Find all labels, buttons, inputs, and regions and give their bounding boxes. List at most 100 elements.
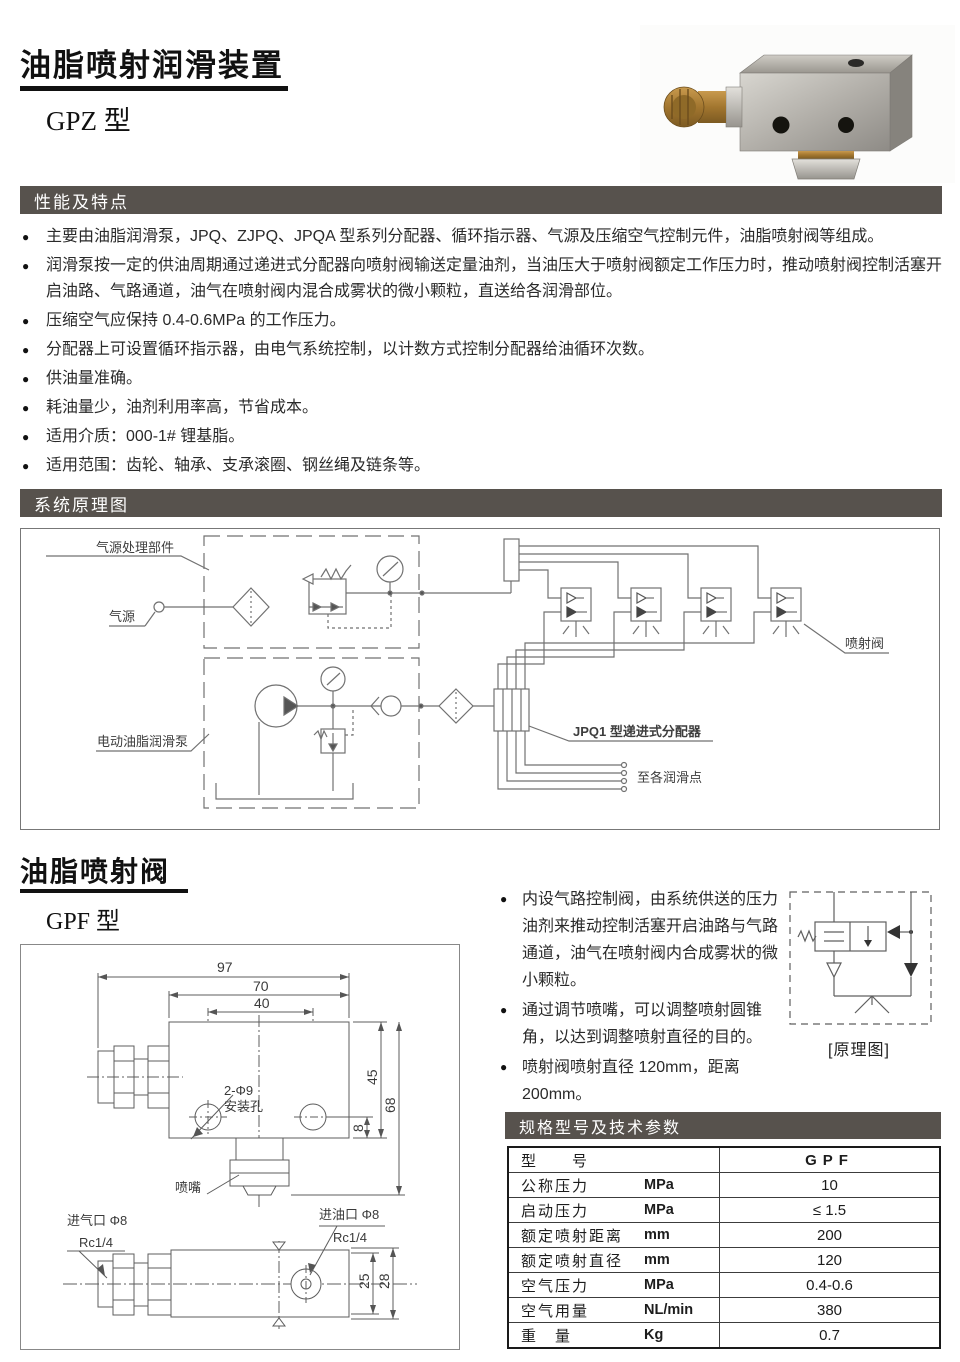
param-value: 10 <box>821 1176 838 1194</box>
param-value: 0.4-0.6 <box>806 1276 853 1294</box>
param-unit: MPa <box>644 1202 674 1218</box>
product-photo <box>640 25 955 183</box>
param-unit: NL/min <box>644 1302 694 1318</box>
pump-box <box>203 657 420 809</box>
param-name: 启动压力 <box>521 1202 590 1220</box>
param-name: 额定喷射距离 <box>521 1227 624 1245</box>
list-item: 润滑泵按一定的供油周期通过递进式分配器向喷射阀输送定量油剂，当油压大于喷射阀额定… <box>22 253 944 305</box>
oil-inlet-label: 进油口 Φ8 <box>319 1207 379 1222</box>
section-header-schematic: 系统原理图 <box>20 489 942 517</box>
col-header-model: 型 号 <box>521 1152 590 1170</box>
holes-label-2: 安装孔 <box>224 1099 263 1114</box>
table-row: 型 号 GPF <box>509 1148 939 1172</box>
param-name: 空气压力 <box>521 1277 590 1295</box>
param-unit: MPa <box>644 1177 674 1193</box>
oil-filter-symbol <box>438 688 474 724</box>
section-header-specs-label: 规格型号及技术参数 <box>519 1119 682 1137</box>
injector-valve-symbols <box>560 587 802 637</box>
list-item: 分配器上可设置循环指示器，由电气系统控制，以计数方式控制分配器给油循环次数。 <box>22 337 944 363</box>
distributor-block <box>493 688 530 732</box>
list-item: 压缩空气应保持 0.4-0.6MPa 的工作压力。 <box>22 308 944 334</box>
table-row: 重 量 Kg 0.7 <box>509 1322 939 1347</box>
oil-gauge-symbol <box>320 666 346 706</box>
col-header-value: GPF <box>805 1151 854 1169</box>
air-manifold <box>503 538 520 582</box>
air-source-label: 气源 <box>109 609 135 624</box>
dim-45: 45 <box>364 1069 380 1085</box>
nozzle-outline <box>229 1137 290 1196</box>
param-name: 额定喷射直径 <box>521 1252 624 1270</box>
spec-table: 型 号 GPF 公称压力 MPa 10 启动压力 MPa ≤ 1.5 额定喷射距离 m… <box>507 1146 941 1349</box>
dim-8: 8 <box>350 1124 366 1132</box>
air-inlet-label: 进气口 Φ8 <box>67 1213 127 1228</box>
dim-70: 70 <box>253 978 269 994</box>
section-header-features-label: 性能及特点 <box>34 192 129 212</box>
param-unit: MPa <box>644 1277 674 1293</box>
table-row: 空气用量 NL/min 380 <box>509 1297 939 1322</box>
pump-label: 电动油脂润滑泵 <box>97 734 188 749</box>
dimension-drawing-figure: 97 70 40 45 68 8 25 28 2-Φ9 安装孔 喷嘴 进气口 Φ… <box>20 944 460 1350</box>
reservoir-symbol <box>215 783 354 800</box>
air-gauge-symbol <box>376 555 404 593</box>
air-source-port <box>153 601 165 613</box>
param-value: 200 <box>816 1226 843 1244</box>
air-thread-label: Rc1/4 <box>79 1235 113 1250</box>
list-item: 耗油量少，油剂利用率高，节省成本。 <box>22 395 944 421</box>
param-name: 空气用量 <box>521 1302 590 1320</box>
dim-25: 25 <box>356 1273 372 1289</box>
valve-title-underline <box>20 889 188 893</box>
param-unit: mm <box>644 1252 670 1268</box>
dim-40: 40 <box>254 995 270 1011</box>
system-schematic-figure: 气源处理部件 气源 电动油脂润滑泵 喷射阀 JPQ1 型递进式分配器 至各润滑点 <box>20 528 940 830</box>
section-header-features: 性能及特点 <box>20 186 942 214</box>
param-name: 重 量 <box>521 1327 573 1345</box>
dim-97: 97 <box>217 959 233 975</box>
param-value: ≤ 1.5 <box>812 1201 847 1219</box>
air-filter-symbol <box>232 587 270 627</box>
list-item: 适用介质：000-1# 锂基脂。 <box>22 424 944 450</box>
valve-principle-schematic <box>778 884 943 1034</box>
model-gpz: GPZ 型 <box>46 106 131 136</box>
list-item: 喷射阀喷射直径 120mm，距离 200mm。 <box>500 1054 782 1108</box>
pump-symbol <box>254 684 300 795</box>
schematic-caption: [原理图] <box>828 1042 890 1059</box>
table-row: 启动压力 MPa ≤ 1.5 <box>509 1197 939 1222</box>
injector-valve-label: 喷射阀 <box>845 636 884 651</box>
param-unit: mm <box>644 1227 670 1243</box>
check-valve-symbol <box>370 695 402 717</box>
nozzle-label: 喷嘴 <box>175 1180 201 1195</box>
holes-label-1: 2-Φ9 <box>224 1083 253 1098</box>
valve-features-list: 内设气路控制阀，由系统供送的压力油剂来推动控制活塞开启油路与气路通道，油气在喷射… <box>500 886 782 1111</box>
model-gpf: GPF 型 <box>46 909 121 935</box>
list-item: 通过调节喷嘴，可以调整喷射圆锥角，以达到调整喷射直径的目的。 <box>500 997 782 1051</box>
lube-points-label: 至各润滑点 <box>637 770 702 785</box>
param-value: 380 <box>816 1301 843 1319</box>
dim-68: 68 <box>382 1097 398 1113</box>
list-item: 内设气路控制阀，由系统供送的压力油剂来推动控制活塞开启油路与气路通道，油气在喷射… <box>500 886 782 994</box>
air-processing-label: 气源处理部件 <box>96 540 174 555</box>
list-item: 供油量准确。 <box>22 366 944 392</box>
air-processing-box <box>203 535 420 649</box>
table-row: 公称压力 MPa 10 <box>509 1172 939 1197</box>
table-row: 额定喷射直径 mm 120 <box>509 1247 939 1272</box>
param-unit: Kg <box>644 1327 664 1343</box>
section-header-schematic-label: 系统原理图 <box>34 495 129 515</box>
table-row: 额定喷射距离 mm 200 <box>509 1222 939 1247</box>
table-row: 空气压力 MPa 0.4-0.6 <box>509 1272 939 1297</box>
list-item: 主要由油脂润滑泵，JPQ、ZJPQ、JPQA 型系列分配器、循环指示器、气源及压… <box>22 224 944 250</box>
features-list: 主要由油脂润滑泵，JPQ、ZJPQ、JPQA 型系列分配器、循环指示器、气源及压… <box>22 224 944 482</box>
param-value: 120 <box>816 1251 843 1269</box>
section-header-specs: 规格型号及技术参数 <box>505 1112 941 1139</box>
title-underline <box>20 86 288 91</box>
distributor-label: JPQ1 型递进式分配器 <box>573 724 702 739</box>
oil-thread-label: Rc1/4 <box>333 1230 367 1245</box>
param-value: 0.7 <box>819 1326 840 1344</box>
relief-valve-symbol <box>313 706 354 791</box>
valve-block-photo <box>663 54 913 180</box>
dim-28: 28 <box>376 1273 392 1289</box>
param-name: 公称压力 <box>521 1177 590 1195</box>
page-title: 油脂喷射润滑装置 <box>20 48 284 83</box>
list-item: 适用范围：齿轮、轴承、支承滚圈、钢丝绳及链条等。 <box>22 453 944 479</box>
pressure-regulator-symbol <box>301 564 392 629</box>
